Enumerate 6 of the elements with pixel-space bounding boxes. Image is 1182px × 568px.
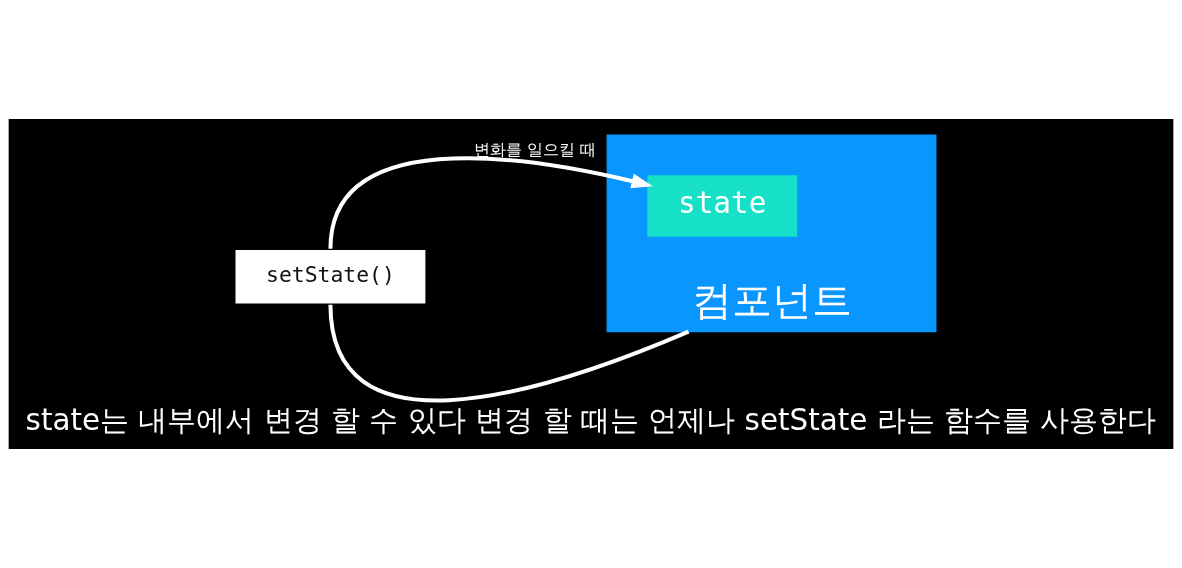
connector [328,304,690,403]
node-box: setState() [235,250,426,304]
edge-label: 변화를 일으킬 때 [473,139,597,159]
caption: state는 내부에서 변경 할 수 있다 변경 할 때는 언제나 setState 라는 함수를 사용한다 [25,402,1157,437]
node-box: state [647,175,798,237]
arrow [328,156,653,249]
